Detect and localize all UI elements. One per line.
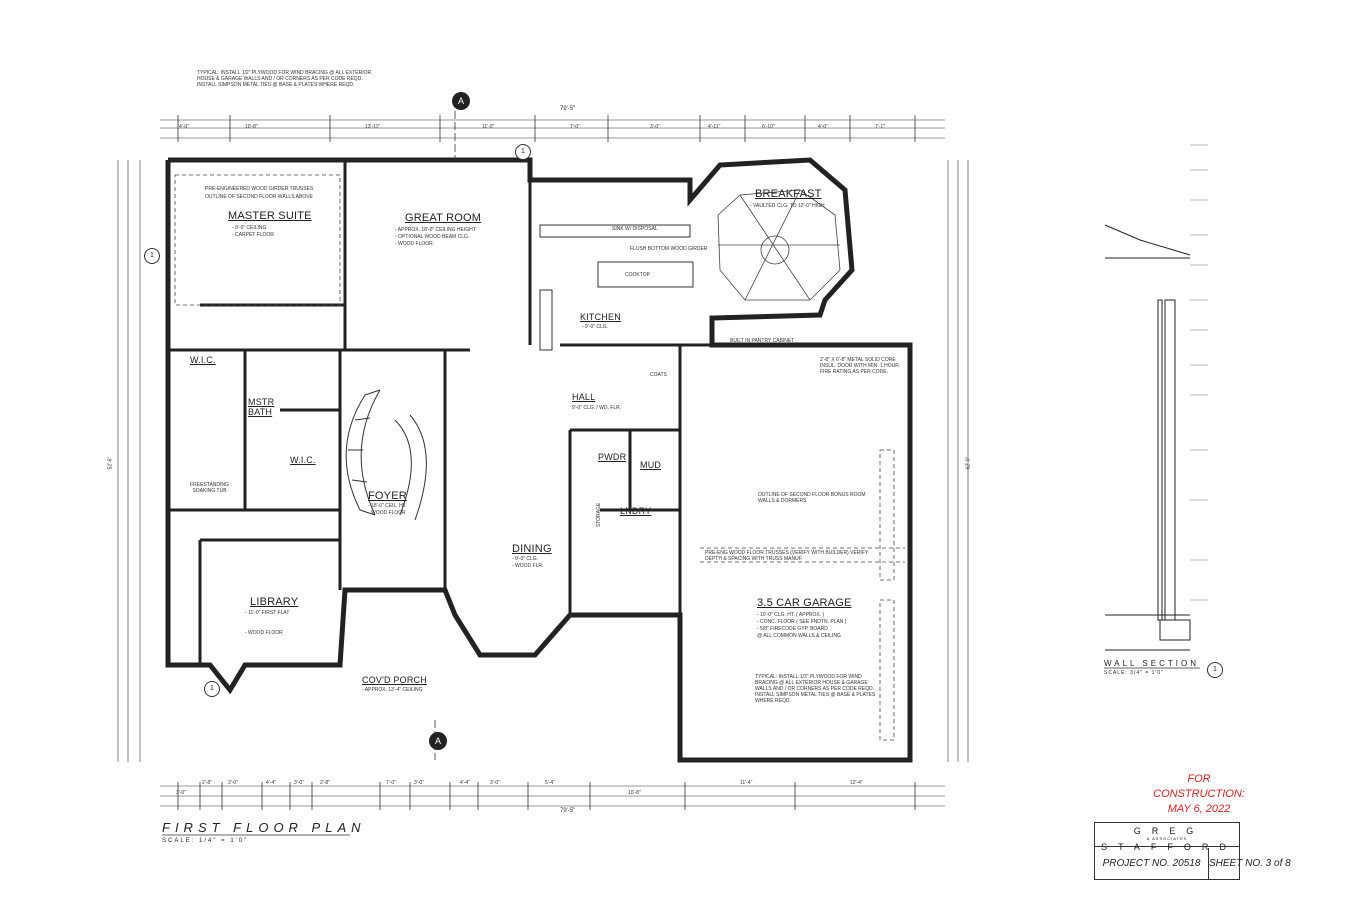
dim-label: 13'-11" (365, 124, 381, 130)
room-hall: HALL (572, 392, 596, 402)
typical-note-top: TYPICAL: INSTALL 1/2" PLYWOOD FOR WIND B… (197, 70, 372, 88)
room-master-suite: MASTER SUITE (228, 210, 312, 222)
room-note: @ ALL COMMON WALLS & CEILING (757, 633, 841, 639)
coats-closet: COATS (650, 372, 667, 378)
room-note: - CONC. FLOOR ( SEE FNDTN. PLAN ) (757, 619, 847, 625)
room-note: - 9'-0" CLG. (582, 324, 609, 330)
room-great-room: GREAT ROOM (405, 212, 482, 224)
for-construction-stamp: FOR CONSTRUCTION: MAY 6, 2022 (1144, 772, 1254, 817)
fire-door-note: 2'-8" x 6'-8" METAL SOLID CORE INSUL. DO… (820, 357, 899, 375)
room-lndry: LNDRY (620, 506, 652, 516)
dim-label: 3'-0" (490, 780, 500, 786)
room-mud: MUD (640, 460, 662, 470)
dim-overall-left: 52'-6" (107, 456, 114, 470)
room-foyer: FOYER (368, 490, 407, 502)
grid-bubble: 1 (204, 681, 220, 697)
dim-overall-top: 79'-5" (560, 106, 576, 112)
section-tag-top: A (452, 92, 470, 110)
project-number: PROJECT NO. 20518 (1095, 848, 1209, 879)
room-wic-1: W.I.C. (190, 355, 216, 365)
firm-name: GREG STAFFORD (1095, 823, 1239, 852)
wall-section-title: WALL SECTION (1104, 659, 1199, 668)
room-note: - APPROX. 18'-0" CEILING HEIGHT (395, 227, 476, 233)
truss-note: PRE-ENG WOOD FLOOR TRUSSES (VERIFY WITH … (705, 550, 869, 562)
room-note: - WOOD FLR. (512, 563, 544, 569)
storage-closet: STORAGE (596, 502, 603, 528)
dim-label: 4'-0" (179, 124, 189, 130)
dim-label: 4'-11" (708, 124, 721, 130)
dim-label: 12'-4" (850, 780, 863, 786)
dim-label: 11'-4" (740, 780, 753, 786)
room-pwdr: PWDR (598, 452, 627, 462)
dim-label: 3'-0" (414, 780, 424, 786)
dim-label: 4'-4" (460, 780, 470, 786)
room-breakfast: BREAKFAST (755, 188, 822, 200)
pre-eng-girder-note: PRE-ENGINEERED WOOD GIRDER TRUSSES (205, 186, 314, 192)
wall-section-scale: SCALE: 3/4" = 1'0" (1104, 670, 1164, 676)
room-note: 9'-0" CLG. / WD. FLR. (572, 405, 622, 411)
dim-overall-bottom: 79'-5" (560, 808, 576, 814)
grid-bubble: 1 (515, 144, 531, 160)
dim-label: 3'-0" (650, 124, 660, 130)
room-note: - CARPET FLOOR (232, 232, 274, 238)
room-note: - 10'-0" CLG. HT. ( APPROX. ) (757, 612, 825, 618)
dim-label: 10'-8" (245, 124, 258, 130)
dim-label: 7'-1" (875, 124, 885, 130)
room-note: - OPTIONAL WOOD BEAM CLG. (395, 234, 470, 240)
kitchen-sink: SINK W/ DISPOSAL (612, 226, 658, 232)
dim-label: 7'-0" (570, 124, 580, 130)
room-library: LIBRARY (250, 596, 299, 608)
exterior-wall-main (165, 157, 913, 763)
room-note: - WOOD FLOOR (395, 241, 433, 247)
dim-label: 3'-0" (176, 790, 186, 796)
dim-label: 7'-0" (386, 780, 396, 786)
room-note: - 9'-0" CEILING (232, 225, 267, 231)
dim-label: 3'-0" (294, 780, 304, 786)
kitchen-island-note: FLUSH BOTTOM WOOD GIRDER (630, 246, 708, 252)
for-construction-line1: FOR CONSTRUCTION: (1153, 773, 1245, 800)
freestanding-tub: FREESTANDING SOAKING TUB (190, 482, 229, 494)
room-mstr-bath: MSTR BATH (248, 397, 275, 417)
second-floor-outline-note: OUTLINE OF SECOND FLOOR WALLS ABOVE (205, 194, 313, 200)
room-note: - WOOD FLOOR (368, 510, 406, 516)
room-kitchen: KITCHEN (580, 312, 621, 322)
dim-label: 2'-8" (202, 780, 212, 786)
dim-overall-right: 62'-0" (965, 456, 972, 470)
room-note: - 9'-0" CLG. (512, 556, 539, 562)
room-note: - 5/8" FIRECODE GYP. BOARD (757, 626, 828, 632)
dim-label: 2'-8" (320, 780, 330, 786)
plan-title: FIRST FLOOR PLAN (162, 820, 366, 835)
typical-note-garage: TYPICAL: INSTALL 1/2" PLYWOOD FOR WIND B… (755, 674, 876, 704)
kitchen-cooktop: COOKTOP (625, 272, 650, 278)
grid-bubble: 1 (1207, 662, 1223, 678)
dim-label: 4'-4" (266, 780, 276, 786)
room-garage: 3.5 CAR GARAGE (757, 597, 852, 609)
dim-label: 3'-0" (228, 780, 238, 786)
dim-label: 4'-0" (818, 124, 828, 130)
dim-label: 10'-8" (628, 790, 641, 796)
for-construction-date: MAY 6, 2022 (1167, 803, 1231, 815)
room-dining: DINING (512, 543, 552, 555)
firm-subtitle: & ASSOCIATES (1146, 836, 1188, 841)
pantry-note: BUILT IN PANTRY CABINET (730, 338, 795, 344)
room-note: - 11'-0" FIRST FLAT (245, 610, 290, 616)
room-note: - 18'-0" CEIL. HT. (368, 503, 407, 509)
garage-bonus-note: OUTLINE OF SECOND FLOOR BONUS ROOM WALLS… (758, 492, 866, 504)
plan-scale: SCALE: 1/4" = 1'0" (162, 838, 249, 844)
room-note: - WOOD FLOOR (245, 630, 283, 636)
section-tag-bottom: A (429, 732, 447, 750)
room-wic-2: W.I.C. (290, 455, 316, 465)
room-covd-porch: COV'D PORCH (362, 675, 427, 685)
grid-bubble: 1 (144, 248, 160, 264)
sheet-number: SHEET NO. 3 of 8 (1209, 858, 1291, 869)
dim-label: 11'-0" (482, 124, 495, 130)
title-block: GREG STAFFORD & ASSOCIATES PROJECT NO. 2… (1094, 822, 1291, 880)
dim-label: 5'-4" (545, 780, 555, 786)
room-note: - VAULTED CLG. TO 12'-0" HIGH (750, 203, 825, 209)
room-note: - APPROX. 13'-4" CEILING (362, 687, 423, 693)
dim-label: 6'-10" (762, 124, 775, 130)
